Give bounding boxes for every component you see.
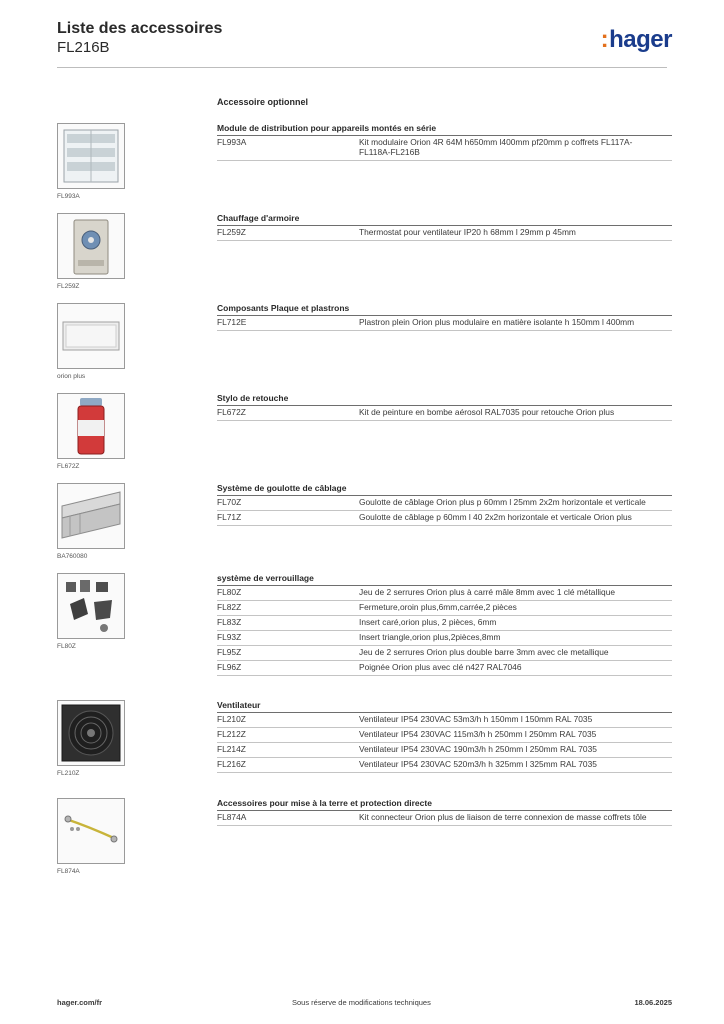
product-code: FL214Z [217, 744, 246, 754]
product-code: FL82Z [217, 602, 242, 612]
product-image-fl259z [57, 213, 125, 279]
product-code: FL70Z [217, 497, 242, 507]
footer-note: Sous réserve de modifications techniques [292, 998, 431, 1007]
image-caption: FL210Z [57, 770, 80, 777]
footer-website-link[interactable]: hager.com/fr [57, 998, 103, 1007]
product-description: Goulotte de câblage Orion plus p 60mm l … [359, 497, 646, 507]
image-caption: FL874A [57, 868, 80, 875]
table-row: FL82Z Fermeture,oroin plus,6mm,carrée,2 … [217, 601, 672, 616]
product-code: FL712E [217, 317, 247, 327]
image-caption: FL80Z [57, 643, 76, 650]
section-goulotte: Système de goulotte de câblage FL70Z Gou… [217, 483, 672, 526]
product-description: Insert caré,orion plus, 2 pièces, 6mm [359, 617, 497, 627]
product-code: FL80Z [217, 587, 242, 597]
section-title: Stylo de retouche [217, 393, 672, 406]
section-heading: Accessoire optionnel [217, 97, 309, 107]
table-row: FL212Z Ventilateur IP54 230VAC 115m3/h h… [217, 728, 672, 743]
product-description: Poignée Orion plus avec clé n427 RAL7046 [359, 662, 522, 672]
product-description: Kit de peinture en bombe aérosol RAL7035… [359, 407, 615, 417]
product-image-fl210z [57, 700, 125, 766]
table-row: FL712E Plastron plein Orion plus modulai… [217, 316, 672, 331]
product-code: FL96Z [217, 662, 242, 672]
section-title: Système de goulotte de câblage [217, 483, 672, 496]
table-row: FL96Z Poignée Orion plus avec clé n427 R… [217, 661, 672, 676]
section-mise-a-la-terre: Accessoires pour mise à la terre et prot… [217, 798, 672, 826]
footer-date: 18.06.2025 [634, 998, 672, 1007]
image-caption: FL672Z [57, 463, 80, 470]
product-description: Fermeture,oroin plus,6mm,carrée,2 pièces [359, 602, 517, 612]
product-code: FL216Z [217, 759, 246, 769]
product-description: Jeu de 2 serrures Orion plus double barr… [359, 647, 609, 657]
table-row: FL83Z Insert caré,orion plus, 2 pièces, … [217, 616, 672, 631]
section-title: Chauffage d'armoire [217, 213, 672, 226]
product-description: Insert triangle,orion plus,2pièces,8mm [359, 632, 501, 642]
section-ventilateur: Ventilateur FL210Z Ventilateur IP54 230V… [217, 700, 672, 773]
product-code: FL259Z [217, 227, 246, 237]
section-chauffage: Chauffage d'armoire FL259Z Thermostat po… [217, 213, 672, 241]
table-row: FL70Z Goulotte de câblage Orion plus p 6… [217, 496, 672, 511]
product-image-orion-plus [57, 303, 125, 369]
product-description: Plastron plein Orion plus modulaire en m… [359, 317, 635, 327]
product-image-fl80z [57, 573, 125, 639]
product-description: Ventilateur IP54 230VAC 53m3/h h 150mm l… [359, 714, 593, 724]
table-row: FL259Z Thermostat pour ventilateur IP20 … [217, 226, 672, 241]
section-title: Composants Plaque et plastrons [217, 303, 672, 316]
section-stylo-retouche: Stylo de retouche FL672Z Kit de peinture… [217, 393, 672, 421]
document-title: Liste des accessoires [57, 20, 223, 37]
table-row: FL216Z Ventilateur IP54 230VAC 520m3/h h… [217, 758, 672, 773]
table-row: FL874A Kit connecteur Orion plus de liai… [217, 811, 672, 826]
section-plastrons: Composants Plaque et plastrons FL712E Pl… [217, 303, 672, 331]
section-title: Accessoires pour mise à la terre et prot… [217, 798, 672, 811]
product-description: Ventilateur IP54 230VAC 190m3/h h 250mm … [359, 744, 597, 754]
product-code: FL212Z [217, 729, 246, 739]
table-row: FL214Z Ventilateur IP54 230VAC 190m3/h h… [217, 743, 672, 758]
image-caption: FL993A [57, 193, 80, 200]
product-image-fl672z [57, 393, 125, 459]
product-reference: FL216B [57, 39, 110, 56]
product-code: FL71Z [217, 512, 242, 522]
product-code: FL83Z [217, 617, 242, 627]
product-code: FL210Z [217, 714, 246, 724]
product-description: Ventilateur IP54 230VAC 520m3/h h 325mm … [359, 759, 597, 769]
hager-logo: :hager [600, 26, 673, 53]
product-description: Kit modulaire Orion 4R 64M h650mm l400mm… [359, 137, 633, 157]
product-image-fl874a [57, 798, 125, 864]
product-description: Thermostat pour ventilateur IP20 h 68mm … [359, 227, 576, 237]
table-row: FL95Z Jeu de 2 serrures Orion plus doubl… [217, 646, 672, 661]
product-code: FL93Z [217, 632, 242, 642]
table-row: FL993A Kit modulaire Orion 4R 64M h650mm… [217, 136, 672, 161]
table-row: FL80Z Jeu de 2 serrures Orion plus à car… [217, 586, 672, 601]
product-image-ba760080 [57, 483, 125, 549]
table-row: FL672Z Kit de peinture en bombe aérosol … [217, 406, 672, 421]
product-code: FL95Z [217, 647, 242, 657]
header-divider [57, 67, 667, 68]
section-title: système de verrouillage [217, 573, 672, 586]
table-row: FL93Z Insert triangle,orion plus,2pièces… [217, 631, 672, 646]
product-description: Goulotte de câblage p 60mm l 40 2x2m hor… [359, 512, 632, 522]
product-code: FL874A [217, 812, 247, 822]
product-image-fl993a [57, 123, 125, 189]
table-row: FL210Z Ventilateur IP54 230VAC 53m3/h h … [217, 713, 672, 728]
product-description: Ventilateur IP54 230VAC 115m3/h h 250mm … [359, 729, 597, 739]
image-caption: FL259Z [57, 283, 80, 290]
section-title: Module de distribution pour appareils mo… [217, 123, 672, 136]
product-description: Jeu de 2 serrures Orion plus à carré mâl… [359, 587, 616, 597]
product-description: Kit connecteur Orion plus de liaison de … [359, 812, 647, 822]
image-caption: BA760080 [57, 553, 88, 560]
product-code: FL672Z [217, 407, 246, 417]
image-caption: orion plus [57, 373, 86, 380]
section-verrouillage: système de verrouillage FL80Z Jeu de 2 s… [217, 573, 672, 676]
section-title: Ventilateur [217, 700, 672, 713]
section-module-distribution: Module de distribution pour appareils mo… [217, 123, 672, 161]
table-row: FL71Z Goulotte de câblage p 60mm l 40 2x… [217, 511, 672, 526]
product-code: FL993A [217, 137, 247, 147]
